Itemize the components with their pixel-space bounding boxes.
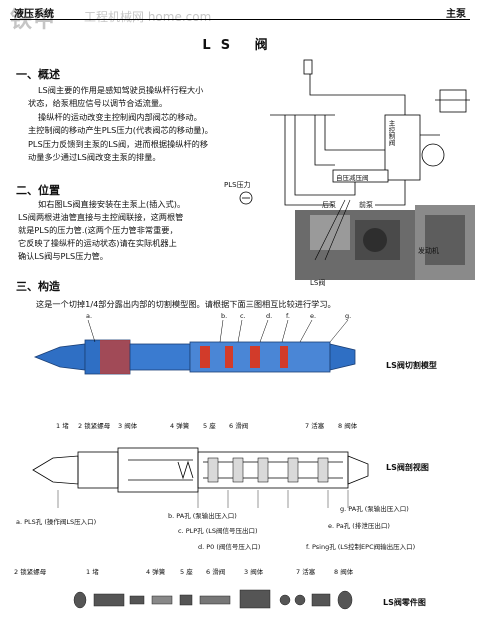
- part-label: 8 阀体: [334, 568, 354, 576]
- model-letter-e: e.: [310, 312, 317, 320]
- section-overview-heading: 一、概述: [16, 68, 60, 81]
- model-letter-f: f.: [286, 312, 290, 320]
- part-label: 2 锁紧螺母: [78, 422, 111, 430]
- pressure-gauge-icon: [239, 191, 253, 205]
- part-label: 3 阀体: [244, 568, 264, 576]
- cutaway-model-title: LS阀切割模型: [386, 361, 437, 370]
- port-label-g: g. PA孔 (泵输出压入口): [340, 505, 409, 513]
- pls-pressure-label: PLS压力: [224, 181, 251, 189]
- part-label: 7 活塞: [296, 568, 316, 576]
- part-label: 3 阀体: [118, 422, 138, 430]
- pressure-reduce-valve-box: [332, 169, 389, 183]
- ls-valve-parts-photo: [73, 589, 353, 610]
- location-line: LS阀两根进油管直接与主控阀联接，这两根管: [18, 212, 184, 222]
- part-label: 6 滑阀: [229, 422, 249, 430]
- part-label: 1 堵: [56, 422, 69, 430]
- port-label-d: d. P0 (阀信号压入口): [198, 543, 261, 551]
- part-label: 1 堵: [86, 568, 99, 576]
- section-structure-heading: 三、构造: [16, 280, 60, 293]
- header-section: 液压系统: [14, 9, 54, 20]
- structure-intro: 这是一个切掉1/4部分露出内部的切割模型图。请根据下面三图相互比较进行学习。: [36, 299, 336, 309]
- part-label: 6 滑阀: [206, 568, 226, 576]
- header-topic: 主泵: [446, 9, 466, 20]
- control-valve-label: 主控制阀: [387, 120, 395, 146]
- location-line: 确认LS阀与PLS压力管。: [18, 251, 108, 261]
- location-line: 就是PLS的压力管.(这两个压力管非常重要，: [18, 225, 178, 235]
- section-view-title: LS阀剖视图: [386, 463, 429, 472]
- model-letter-d: d.: [266, 312, 273, 320]
- hydraulic-circuit-diagram: [270, 59, 475, 280]
- part-label: 5 座: [203, 422, 216, 430]
- watermark-url: 工程机械网 home.com: [84, 10, 212, 24]
- header-rule: [10, 19, 470, 20]
- parts-view-title: LS阀零件图: [383, 598, 426, 607]
- overview-line: LS阀主要的作用是感知驾驶员操纵杆行程大小: [38, 85, 204, 95]
- model-letter-a: a.: [86, 312, 93, 320]
- overview-line: 状态，给泵相应信号以调节合适流量。: [28, 98, 168, 108]
- filter-symbol: [303, 59, 313, 75]
- model-letter-b: b.: [221, 312, 228, 320]
- part-label: 5 座: [180, 568, 193, 576]
- front-pump-label: 前泵: [359, 201, 373, 209]
- ls-valve-label: LS阀: [310, 279, 326, 287]
- reduce-valve-label: 自压减压阀: [336, 174, 369, 182]
- page-title: LS 阀: [202, 38, 278, 53]
- part-label: 4 弹簧: [170, 422, 190, 430]
- part-label: 7 活塞: [305, 422, 325, 430]
- part-label: 8 阀体: [338, 422, 358, 430]
- engine-label: 发动机: [418, 247, 439, 255]
- port-label-c: c. PLP孔 (LS阀信号压出口): [178, 527, 258, 535]
- location-line: 如右图LS阀直接安装在主泵上(插入式)。: [38, 199, 186, 209]
- page-header: 铁甲 工程机械网 home.com 液压系统 主泵: [0, 0, 480, 33]
- model-letter-g: g.: [345, 312, 352, 320]
- overview-line: PLS压力反馈到主泵的LS阀，进而根据操纵杆的移: [28, 139, 209, 149]
- part-label: 2 锁紧螺母: [14, 568, 47, 576]
- port-label-e: e. Pa孔 (排泄压出口): [328, 522, 390, 530]
- port-label-f: f. Psing孔 (LS控制EPC阀输出压入口): [306, 543, 416, 551]
- port-label-a: a. PLS孔 (操作阀LS压入口): [16, 518, 97, 526]
- section-location-heading: 二、位置: [16, 184, 60, 197]
- part-label: 4 弹簧: [146, 568, 166, 576]
- ls-valve-cutaway-model: [33, 319, 356, 375]
- overview-line: 操纵杆的运动改变主控制阀内部阀芯的移动。: [38, 112, 202, 122]
- watermark-logo: 铁甲: [10, 8, 57, 33]
- location-line: 它反映了操纵杆的运动状态)请在实际机器上: [18, 238, 177, 248]
- overview-line: 动量多少通过LS阀改变主泵的排量。: [28, 152, 161, 162]
- port-label-b: b. PA孔 (泵输出压入口): [168, 512, 237, 520]
- model-letter-c: c.: [240, 312, 246, 320]
- overview-line: 主控制阀的移动产生PLS压力(代表阀芯的移动量)。: [28, 125, 213, 135]
- ls-valve-section-view: [32, 447, 369, 508]
- rear-pump-label: 后泵: [322, 201, 336, 209]
